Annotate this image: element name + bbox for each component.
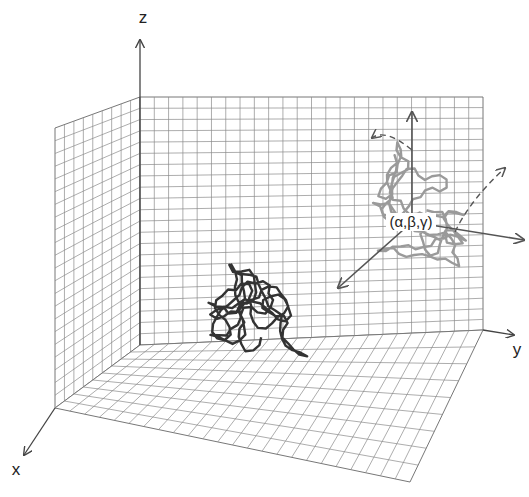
floor-grid — [55, 330, 483, 482]
rotation-label: (α,β,γ) — [386, 213, 435, 232]
arrow-line — [483, 330, 514, 335]
arrow-line — [338, 222, 412, 288]
axis-label: y — [513, 341, 522, 360]
axis-label: z — [139, 9, 148, 28]
arrow-line — [24, 408, 55, 455]
axis-label: x — [12, 461, 21, 480]
protein-chain — [209, 265, 308, 357]
arrow-line — [411, 112, 413, 222]
arrow-line — [139, 40, 140, 345]
local-frame — [338, 112, 524, 288]
rotated-protein-chain — [373, 142, 466, 266]
axes — [24, 40, 514, 455]
back-wall-grid — [140, 97, 483, 345]
